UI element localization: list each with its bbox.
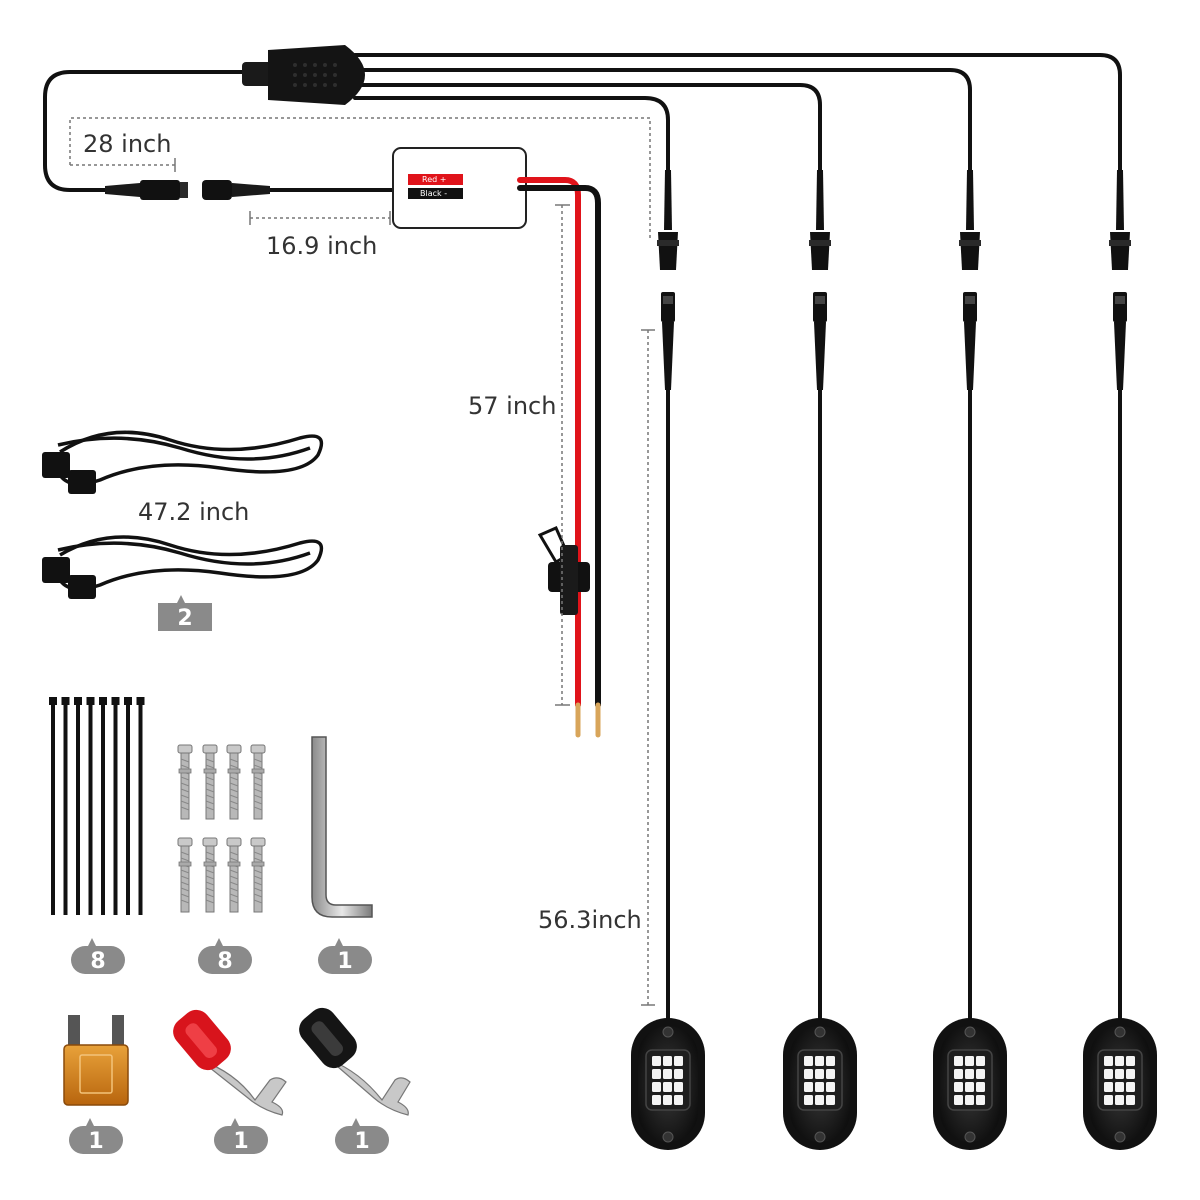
extension-cable-1 bbox=[42, 430, 324, 494]
screw bbox=[177, 837, 193, 913]
badge-black-terminal: 1 bbox=[335, 1118, 389, 1154]
main-harness bbox=[43, 53, 1122, 192]
power-leads bbox=[517, 177, 601, 738]
screw bbox=[226, 744, 242, 820]
junction-block bbox=[242, 45, 365, 105]
red-power-wire bbox=[517, 177, 581, 708]
black-power-wire bbox=[517, 185, 601, 708]
rock-light-pod-1 bbox=[631, 170, 705, 1150]
rock-light-pod-4 bbox=[1083, 170, 1157, 1150]
badge-hex-key-count: 1 bbox=[337, 949, 352, 974]
rock-light-pod-3 bbox=[933, 170, 1007, 1150]
dim-line-28 bbox=[69, 117, 651, 240]
dim-label-57-inch: 57 inch bbox=[468, 392, 556, 420]
badge-fuse-count: 1 bbox=[88, 1129, 103, 1154]
badge-screws: 8 bbox=[198, 938, 252, 974]
badge-black-terminal-count: 1 bbox=[354, 1129, 369, 1154]
screw bbox=[226, 837, 242, 913]
inline-fuse-holder bbox=[537, 526, 590, 615]
harness-left-cable bbox=[43, 70, 247, 192]
screw bbox=[202, 744, 218, 820]
cable-ties bbox=[49, 697, 145, 915]
controller-black-label: Black - bbox=[420, 189, 447, 198]
branch-cable-2 bbox=[353, 83, 822, 177]
badge-hex-key: 1 bbox=[318, 938, 372, 974]
dim-label-28-inch: 28 inch bbox=[83, 130, 171, 158]
badge-cable-ties-count: 8 bbox=[90, 949, 105, 974]
blade-fuse bbox=[63, 1015, 129, 1106]
rock-light-pods bbox=[631, 170, 1157, 1150]
hex-key bbox=[311, 736, 373, 918]
branch-cable-4 bbox=[353, 53, 1122, 177]
screws bbox=[177, 744, 266, 913]
screw bbox=[250, 744, 266, 820]
controller-red-label: Red + bbox=[422, 175, 446, 184]
red-spade-terminal bbox=[173, 1009, 287, 1116]
badge-red-terminal: 1 bbox=[214, 1118, 268, 1154]
badge-red-terminal-count: 1 bbox=[233, 1129, 248, 1154]
screw bbox=[177, 744, 193, 820]
badge-cable-ties: 8 bbox=[71, 938, 125, 974]
dim-label-47-2-inch: 47.2 inch bbox=[138, 498, 249, 526]
controller-box: Red + Black - bbox=[392, 147, 527, 229]
screw bbox=[250, 837, 266, 913]
badge-fuse: 1 bbox=[69, 1118, 123, 1154]
badge-extension-cables-count: 2 bbox=[177, 606, 192, 631]
badge-screws-count: 8 bbox=[217, 949, 232, 974]
rock-light-pod-2 bbox=[783, 170, 857, 1150]
extension-cable-2 bbox=[42, 535, 324, 599]
branch-cable-1 bbox=[353, 96, 670, 177]
dim-label-56-3-inch: 56.3inch bbox=[538, 906, 642, 934]
left-connector-pair bbox=[105, 180, 395, 200]
branch-cable-3 bbox=[353, 68, 972, 177]
dim-label-16-9-inch: 16.9 inch bbox=[266, 232, 377, 260]
dimension-lines bbox=[69, 117, 655, 1006]
badge-extension-cables: 2 bbox=[158, 595, 212, 631]
black-spade-terminal bbox=[299, 1007, 411, 1116]
screw bbox=[202, 837, 218, 913]
